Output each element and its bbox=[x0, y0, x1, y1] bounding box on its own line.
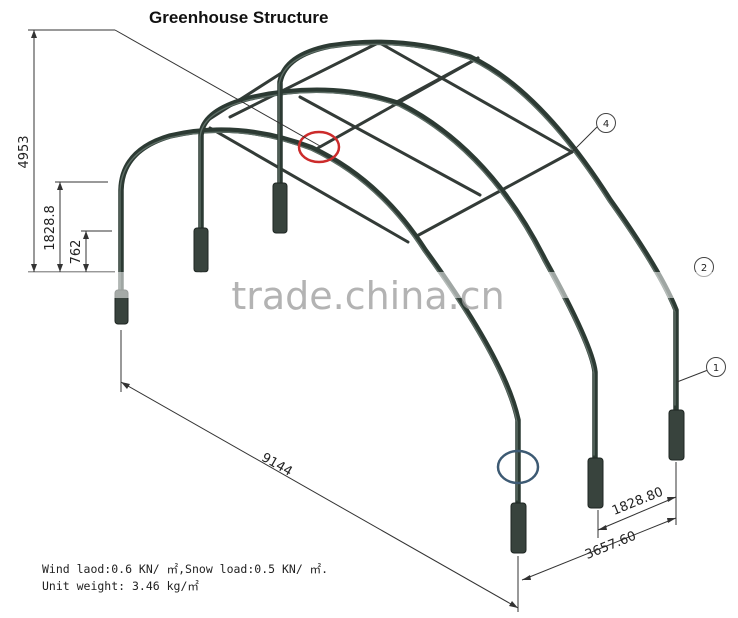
dim-side-height: 1828.8 bbox=[43, 205, 58, 251]
callout-1: 1 bbox=[713, 363, 719, 374]
purlin-lower-left bbox=[208, 126, 410, 244]
purlins bbox=[203, 40, 574, 244]
ground-sleeves bbox=[114, 182, 685, 554]
watermark-band: trade.china.cn bbox=[20, 272, 730, 318]
load-note: Wind laod:0.6 KN/ ㎡,Snow load:0.5 KN/ ㎡. bbox=[42, 562, 328, 576]
ridge-bar-top bbox=[376, 40, 574, 154]
cross-bar-back bbox=[393, 56, 480, 105]
callout-4: 4 bbox=[603, 119, 609, 130]
callout-2: 2 bbox=[701, 263, 707, 274]
vertical-dimensions: 4953 1828.8 762 bbox=[17, 29, 321, 273]
sleeve-arch3-right bbox=[668, 409, 685, 461]
arch-3 bbox=[277, 39, 679, 413]
dim-total-height: 4953 bbox=[17, 135, 32, 168]
unit-weight-note: Unit weight: 3.46 kg/㎡ bbox=[42, 579, 199, 593]
highlight-circle-red bbox=[297, 130, 341, 164]
highlight-circle-blue bbox=[496, 449, 540, 485]
ridge-bar-2 bbox=[228, 40, 382, 119]
dim-length: 9144 bbox=[259, 450, 295, 479]
sleeve-front-right bbox=[510, 502, 527, 554]
dim-width: 3657.60 bbox=[583, 529, 638, 563]
sleeve-arch2-left bbox=[193, 227, 209, 273]
sleeve-arch3-left bbox=[272, 182, 288, 234]
diagram-title: Greenhouse Structure bbox=[149, 8, 329, 27]
arch-1 bbox=[118, 127, 521, 508]
arch-3-tube bbox=[277, 39, 679, 413]
arch-2-tube bbox=[198, 87, 598, 463]
dim-sleeve-height: 762 bbox=[69, 240, 84, 265]
sleeve-arch2-right bbox=[587, 457, 604, 509]
ridge-bar-mid bbox=[298, 95, 482, 197]
watermark-text: trade.china.cn bbox=[231, 274, 504, 318]
arch-1-tube bbox=[118, 127, 521, 508]
cross-bar-front bbox=[413, 150, 574, 239]
callouts: 4 2 1 bbox=[571, 113, 726, 383]
arch-2 bbox=[198, 87, 598, 463]
